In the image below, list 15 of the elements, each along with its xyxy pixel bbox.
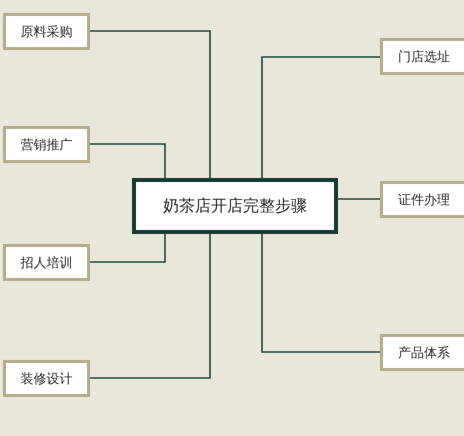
connector-line (90, 234, 166, 263)
connector-line (338, 198, 380, 200)
topic-box: 证件办理 (380, 181, 464, 218)
connector-line (261, 56, 380, 178)
topic-box: 原料采购 (3, 13, 90, 50)
topic-box: 门店选址 (380, 38, 464, 75)
connector-line (261, 234, 380, 353)
central-topic-box: 奶茶店开店完整步骤 (132, 178, 338, 234)
topic-box: 营销推广 (3, 126, 90, 163)
topic-box: 招人培训 (3, 244, 90, 281)
connector-line (90, 234, 211, 379)
topic-box: 产品体系 (380, 334, 464, 371)
connector-line (90, 30, 211, 178)
connector-line (90, 143, 166, 178)
topic-box: 装修设计 (3, 360, 90, 397)
